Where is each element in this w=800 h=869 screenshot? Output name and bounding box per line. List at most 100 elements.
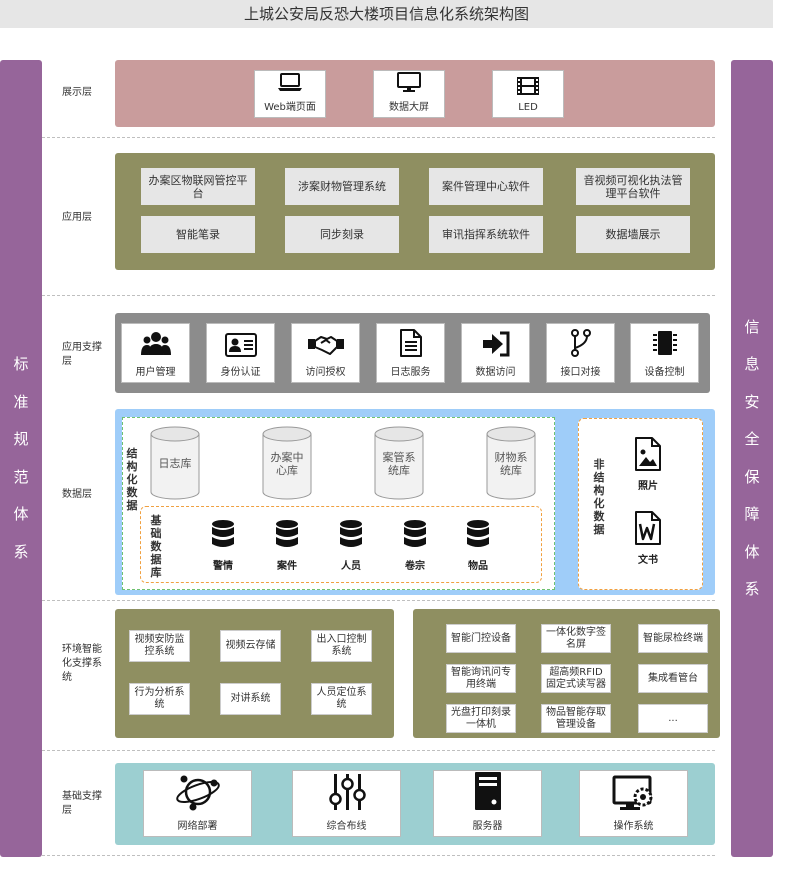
users-icon xyxy=(140,332,171,355)
database-icon xyxy=(276,520,298,547)
database-icon xyxy=(340,520,362,547)
os-gear-icon xyxy=(612,775,652,810)
env-system-item: 出入口控制系统 xyxy=(311,630,372,662)
support-item-label: 数据访问 xyxy=(475,367,516,378)
diagram-title: 上城公安局反恐大楼项目信息化系统架构图 xyxy=(0,0,773,28)
handshake-icon xyxy=(307,336,344,355)
base-item-label: 操作系统 xyxy=(613,821,654,832)
env-system-item: 视频安防监控系统 xyxy=(129,630,190,662)
server-icon xyxy=(474,772,501,810)
display-item-label: Web端页面 xyxy=(264,102,316,113)
display-item-label: 数据大屏 xyxy=(389,102,429,113)
base-item-label: 卷宗 xyxy=(405,561,425,572)
support-item-label: 访问授权 xyxy=(305,367,346,378)
base-item-label: 综合布线 xyxy=(326,821,367,832)
display-layer-label: 展示层 xyxy=(62,87,92,98)
database-label: 办案中心库 xyxy=(270,451,304,477)
side-char: 息 xyxy=(744,355,760,373)
base-item-label: 人员 xyxy=(341,561,361,572)
support-item-label: 设备控制 xyxy=(644,367,685,378)
support-item-label: 接口对接 xyxy=(560,367,601,378)
env-system-item: 人员定位系统 xyxy=(311,683,372,715)
sliders-icon xyxy=(328,774,366,810)
unstructured-item-label: 文书 xyxy=(638,555,658,566)
env-device-item: ... xyxy=(638,704,708,733)
side-char: 全 xyxy=(744,430,760,448)
display-item-web: Web端页面 xyxy=(254,70,326,118)
side-char: 标 xyxy=(13,355,29,373)
env-system-item: 对讲系统 xyxy=(220,683,281,715)
base-layer-label: 基础支撑层 xyxy=(62,791,102,816)
base-item-cabling: 综合布线 xyxy=(292,770,401,837)
display-item-bigscreen: 数据大屏 xyxy=(373,70,445,118)
database-icon xyxy=(404,520,426,547)
app-item: 办案区物联网管控平台 xyxy=(141,168,255,205)
side-char: 体 xyxy=(13,505,29,523)
support-layer-label: 应用支撑层 xyxy=(62,342,102,367)
side-char: 信 xyxy=(744,317,760,336)
database-cylinder-icon xyxy=(374,426,424,500)
env-device-item: 一体化数字签名屏 xyxy=(541,624,611,653)
app-item: 智能笔录 xyxy=(141,216,255,253)
app-item: 审讯指挥系统软件 xyxy=(429,216,543,253)
app-item: 涉案财物管理系统 xyxy=(285,168,399,205)
security-system-bar: 信 息 安 全 保 障 体 系 xyxy=(731,60,773,857)
app-item: 同步刻录 xyxy=(285,216,399,253)
side-char: 安 xyxy=(744,392,760,411)
env-device-item: 超高频RFID固定式读写器 xyxy=(541,664,611,693)
laptop-icon xyxy=(278,73,302,91)
base-item-label: 服务器 xyxy=(472,821,503,832)
base-database-label: 基础数据库 xyxy=(150,514,162,579)
support-item-users: 用户管理 xyxy=(121,323,190,383)
layer-divider xyxy=(42,137,715,138)
base-item-label: 物品 xyxy=(468,561,488,572)
database-cylinder-icon xyxy=(150,426,200,500)
support-item-log: 日志服务 xyxy=(376,323,445,383)
database-icon xyxy=(467,520,489,547)
env-device-item: 物品智能存取管理设备 xyxy=(541,704,611,733)
chip-icon xyxy=(652,331,677,355)
word-file-icon xyxy=(635,511,661,545)
side-char: 体 xyxy=(744,542,760,561)
app-item: 案件管理中心软件 xyxy=(429,168,543,205)
side-char: 规 xyxy=(13,430,29,448)
support-item-auth: 身份认证 xyxy=(206,323,275,383)
document-icon xyxy=(399,329,422,357)
env-system-item: 视频云存储 xyxy=(220,630,281,662)
monitor-icon xyxy=(397,72,421,92)
layer-divider xyxy=(42,750,715,751)
layer-divider xyxy=(42,600,715,601)
env-left-band xyxy=(115,609,394,738)
support-item-label: 身份认证 xyxy=(220,367,261,378)
base-item-label: 网络部署 xyxy=(177,821,218,832)
support-item-data-access: 数据访问 xyxy=(461,323,530,383)
database-label: 日志库 xyxy=(158,457,192,470)
structured-data-label: 结构化数据 xyxy=(126,447,138,512)
base-item-os: 操作系统 xyxy=(579,770,688,837)
branch-icon xyxy=(570,329,591,357)
database-label: 案管系统库 xyxy=(382,451,416,477)
standards-system-bar: 标 准 规 范 体 系 xyxy=(0,60,42,857)
unstructured-data-panel xyxy=(578,418,703,590)
data-layer-label: 数据层 xyxy=(62,489,92,500)
database-icon xyxy=(212,520,234,547)
env-device-item: 智能门控设备 xyxy=(446,624,516,653)
side-char: 系 xyxy=(13,542,29,561)
display-item-label: LED xyxy=(518,102,538,113)
app-layer-label: 应用层 xyxy=(62,212,92,223)
display-item-led: LED xyxy=(492,70,564,118)
database-cylinder-icon xyxy=(262,426,312,500)
database-cylinder-icon xyxy=(486,426,536,500)
support-item-interface: 接口对接 xyxy=(546,323,615,383)
sign-in-icon xyxy=(482,331,509,357)
env-device-item: 智能询讯问专用终端 xyxy=(446,664,516,693)
base-item-label: 案件 xyxy=(277,561,297,572)
app-item: 音视频可视化执法管理平台软件 xyxy=(576,168,690,205)
side-char: 系 xyxy=(744,580,760,598)
env-device-item: 集成看管台 xyxy=(638,664,708,693)
database-label: 财物系统库 xyxy=(494,451,528,477)
layer-divider xyxy=(42,855,715,856)
app-item: 数据墙展示 xyxy=(576,216,690,253)
layer-divider xyxy=(42,295,715,296)
base-item-network: 网络部署 xyxy=(143,770,252,837)
